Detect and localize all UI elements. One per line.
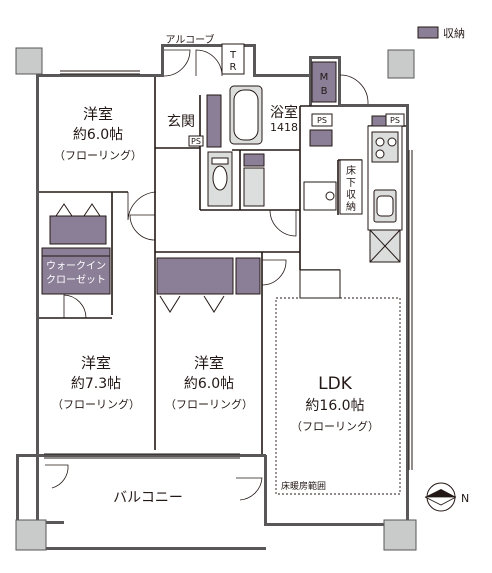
legend-label: 収納	[443, 27, 465, 40]
door-swing	[269, 209, 297, 237]
wardrobe-doors	[55, 203, 225, 313]
toilet-bowl	[212, 165, 228, 191]
ps-label: PS	[390, 116, 400, 125]
pillar	[387, 49, 415, 79]
closet-storage	[156, 257, 234, 295]
door-swing	[45, 464, 69, 489]
counter-island	[299, 269, 341, 299]
compass-arrow-icon	[425, 489, 456, 497]
door-swing	[339, 74, 369, 105]
room-size: 約6.0帖	[184, 376, 234, 392]
pillar	[15, 519, 47, 551]
bath-label: 浴室	[270, 104, 298, 121]
balcony-label: バルコニー	[113, 490, 183, 506]
misc-labels: アルコーブ T R M B PS PS PS 床 下 収 納 床暖房範囲	[165, 33, 405, 492]
room-floor: （フローリング）	[52, 397, 140, 411]
bathtub-inner	[233, 89, 259, 141]
alcove-label: アルコーブ	[165, 33, 214, 46]
fixtures	[207, 85, 401, 263]
legend-swatch	[417, 26, 439, 39]
linen-storage	[243, 153, 265, 167]
ps-label: PS	[317, 116, 327, 125]
underfloor-label: 納	[346, 200, 356, 213]
mb-box	[311, 61, 337, 103]
room-floor: （フローリング）	[291, 419, 379, 433]
washer-drain	[325, 191, 335, 201]
door-swing	[127, 191, 157, 221]
room-labels: 洋室 約6.0帖 （フローリング） 洋室 約7.3帖 （フローリング） 洋室 約…	[46, 104, 379, 506]
compass: N	[424, 482, 469, 512]
partitions	[39, 77, 406, 454]
room-size: 約7.3帖	[71, 376, 121, 392]
room-name: 洋室	[83, 105, 113, 123]
closet-storage	[49, 215, 107, 245]
windows	[44, 70, 413, 470]
door-swing	[63, 294, 87, 319]
stove	[371, 131, 399, 163]
room-name: LDK	[318, 374, 353, 394]
door-swing	[129, 214, 156, 241]
compass-arrow-icon	[424, 496, 457, 506]
kitchen-sink-basin	[376, 195, 394, 217]
bath-storage	[309, 129, 333, 147]
walkin-label: クローゼット	[46, 274, 106, 286]
burner-icon	[387, 137, 397, 147]
mb-label-m: M	[320, 72, 329, 83]
door-swing	[261, 259, 287, 286]
pillar	[15, 47, 43, 75]
bath-size: 1418	[270, 121, 298, 134]
entrance-label: 玄関	[167, 113, 195, 130]
sink-counter	[243, 167, 265, 207]
room-size: 約6.0帖	[73, 127, 123, 143]
pillars	[15, 47, 417, 551]
tr-label-r: R	[230, 62, 237, 73]
burner-icon	[375, 149, 385, 159]
door-swing	[163, 49, 191, 77]
room-size: 約16.0帖	[305, 398, 364, 414]
room-name: 洋室	[194, 354, 224, 372]
walkin-closet-area	[41, 255, 111, 295]
underfloor-label: 床	[346, 164, 356, 177]
ps-label: PS	[191, 137, 201, 146]
storage-blocks	[41, 43, 389, 295]
underfloor-storage-box	[339, 159, 363, 215]
walkin-label: ウォークイン	[46, 260, 106, 272]
shoe-storage	[206, 94, 222, 148]
pillar	[383, 519, 417, 551]
compass-north-label: N	[461, 492, 469, 505]
toilet-tank	[211, 157, 229, 165]
burner-icon	[375, 137, 385, 147]
mb-label-b: B	[321, 86, 328, 97]
floor-heating-area	[275, 297, 401, 495]
tr-label-t: T	[229, 50, 237, 61]
tr-box	[221, 43, 245, 75]
room-name: 洋室	[81, 354, 111, 372]
room-floor: （フローリング）	[165, 397, 253, 411]
door-swing	[195, 49, 223, 77]
kitchen	[299, 125, 403, 299]
walls	[16, 44, 409, 550]
door-swing	[236, 477, 263, 501]
floor-heating-label: 床暖房範囲	[281, 480, 326, 492]
room-floor: （フローリング）	[54, 148, 142, 162]
walkin-shelf	[41, 247, 111, 257]
underfloor-label: 下	[346, 178, 356, 189]
underfloor-label: 収	[346, 189, 356, 201]
closet-storage	[235, 257, 261, 295]
legend: 収納	[417, 26, 465, 40]
